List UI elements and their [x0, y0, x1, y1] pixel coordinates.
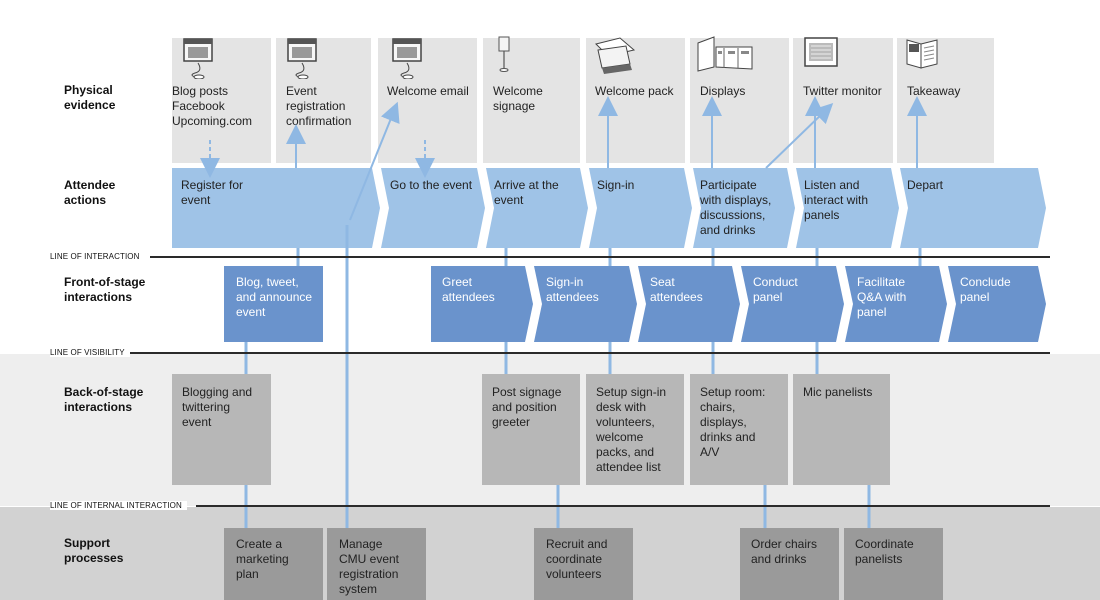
envelope-pack-icon [595, 37, 636, 74]
front-of-stage-label: Greet attendees [442, 275, 495, 304]
evidence-card: Blog posts Facebook Upcoming.com [172, 38, 271, 163]
evidence-label: Welcome pack [595, 84, 674, 98]
support-process-box [224, 528, 323, 600]
back-of-stage-label: Mic panelists [803, 385, 873, 399]
evidence-label: Welcome signage [493, 84, 543, 113]
attendee-action-chevron [693, 168, 795, 248]
back-of-stage-label: Blogging and twittering event [182, 385, 253, 429]
attendee-action-chevron [486, 168, 588, 248]
back-of-stage-box [482, 374, 580, 485]
row-label-back-of-stage: Back-of-stage interactions [64, 385, 144, 414]
back-of-stage-box [690, 374, 788, 485]
browser-window-icon [287, 38, 317, 79]
front-of-stage-label: Sign-in attendees [546, 275, 599, 304]
line-of-interaction [150, 256, 1050, 258]
row-label-attendee-actions: Attendee actions [64, 178, 116, 207]
browser-window-icon [392, 38, 422, 79]
row-label-support-processes: Support processes [64, 536, 124, 565]
attendee-action-chevron [172, 168, 380, 248]
front-of-stage-chevron [741, 266, 844, 342]
signpost-icon [498, 36, 510, 72]
line-of-interaction-label: LINE OF INTERACTION [50, 252, 145, 261]
back-of-stage-label: Post signage and position greeter [492, 385, 562, 429]
booklet-icon [906, 39, 938, 69]
line-of-visibility [130, 352, 1050, 354]
line-of-internal-interaction-label: LINE OF INTERNAL INTERACTION [50, 501, 187, 510]
support-process-label: Manage CMU event registration system [339, 537, 400, 596]
front-of-stage-box [224, 266, 323, 342]
row-label-physical-evidence: Physical evidence [64, 83, 116, 112]
support-process-label: Create a marketing plan [236, 537, 289, 581]
evidence-label: Displays [700, 84, 746, 98]
diagonal-arrow [349, 101, 400, 221]
back-of-stage-box [586, 374, 684, 485]
attendee-action-chevron [900, 168, 1046, 248]
support-process-box [534, 528, 633, 600]
attendee-action-label: Arrive at the event [494, 178, 559, 207]
support-process-box [740, 528, 839, 600]
attendee-action-label: Participate with displays, discussions, … [700, 178, 772, 237]
evidence-label: Welcome email [387, 84, 469, 98]
back-of-stage-box [172, 374, 271, 485]
attendee-action-label: Listen and interact with panels [804, 178, 869, 222]
front-of-stage-chevron [431, 266, 533, 342]
front-of-stage-chevron [948, 266, 1046, 342]
display-panels-icon [697, 36, 753, 72]
back-of-stage-label: Setup sign-in desk with volunteers, welc… [596, 385, 667, 474]
attendee-action-chevron [381, 168, 485, 248]
evidence-card: Displays [690, 36, 789, 163]
evidence-card: Welcome email [378, 38, 477, 163]
monitor-icon [804, 37, 838, 67]
attendee-action-label: Go to the event [390, 178, 473, 192]
front-of-stage-chevron [638, 266, 740, 342]
support-process-box [327, 528, 426, 600]
line-of-internal-interaction [196, 505, 1050, 507]
attendee-action-chevron [589, 168, 692, 248]
front-of-stage-chevron [534, 266, 637, 342]
front-of-stage-label: Seat attendees [650, 275, 703, 304]
row-label-front-of-stage: Front-of-stage interactions [64, 275, 146, 304]
front-of-stage-label: Conclude panel [960, 275, 1011, 304]
support-process-label: Order chairs and drinks [751, 537, 818, 566]
front-of-stage-label: Facilitate Q&A with panel [857, 275, 907, 319]
line-of-visibility-label: LINE OF VISIBILITY [50, 348, 130, 357]
evidence-label: Takeaway [907, 84, 961, 98]
attendee-action-chevron [796, 168, 899, 248]
diagonal-arrow [765, 103, 834, 169]
front-of-stage-label: Blog, tweet, and announce event [236, 275, 313, 319]
evidence-label: Blog posts Facebook Upcoming.com [172, 84, 253, 128]
support-process-label: Recruit and coordinate volunteers [546, 537, 608, 581]
attendee-action-label: Register for event [181, 178, 244, 207]
back-of-stage-label: Setup room: chairs, displays, drinks and… [700, 385, 766, 459]
support-process-label: Coordinate panelists [855, 537, 914, 566]
attendee-action-label: Depart [907, 178, 944, 192]
attendee-action-label: Sign-in [597, 178, 635, 192]
browser-window-icon [183, 38, 213, 79]
back-of-stage-box [793, 374, 890, 485]
front-of-stage-chevron [845, 266, 947, 342]
evidence-label: Twitter monitor [803, 84, 882, 98]
support-process-box [844, 528, 943, 600]
front-of-stage-label: Conduct panel [753, 275, 798, 304]
evidence-card: Welcome signage [483, 36, 580, 163]
